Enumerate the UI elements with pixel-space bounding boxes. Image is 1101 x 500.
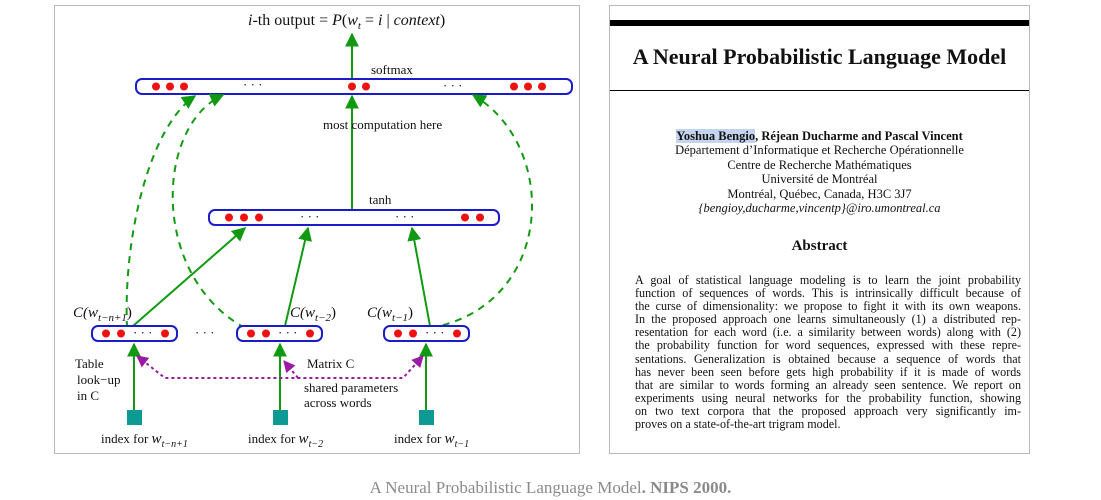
abstract-line: function of sequences of words. This is …: [635, 286, 1021, 301]
abstract-line: In the proposed approach one learns simu…: [635, 312, 1021, 327]
neuron: [524, 82, 532, 91]
feature-box-3: · · ·: [383, 325, 470, 342]
feature-label: C(wt−n+1): [73, 305, 132, 324]
paper-first-page: A Neural Probabilistic Language Model Yo…: [609, 5, 1030, 454]
svg-text:· · ·: · · ·: [133, 325, 153, 340]
neuron: [453, 329, 461, 338]
neuron: [152, 82, 160, 91]
ellipsis: · · ·: [395, 209, 415, 224]
shared-label: shared parameters: [304, 380, 398, 395]
feature-box-1: · · ·: [91, 325, 178, 342]
table-lookup-label: look−up: [77, 372, 120, 387]
softmax-label: softmax: [371, 62, 413, 77]
neuron: [255, 213, 263, 222]
direct-connection: [125, 95, 197, 329]
affiliation-line: Université de Montréal: [761, 172, 878, 187]
input-index-square: [419, 410, 434, 425]
abstract-line: the probability function for word sequen…: [635, 338, 1021, 353]
author-block: Yoshua Bengio, Réjean Ducharme and Pasca…: [610, 129, 1029, 215]
abstract-line: proves on a state-of-the-art trigram mod…: [635, 417, 841, 432]
abstract-line: resentation for each word (i.e. a simila…: [635, 325, 1021, 340]
shared-parameters-link: [283, 360, 299, 379]
neuron: [262, 329, 270, 338]
feature-box-2: · · ·: [236, 325, 323, 342]
index-label: index for wt−n+1: [101, 431, 188, 450]
neuron: [180, 82, 188, 91]
abstract-line: on two text corpora that the proposed ap…: [635, 403, 1021, 418]
neuron: [461, 213, 469, 222]
matrix-label: Matrix C: [307, 356, 354, 371]
svg-text:· · ·: · · ·: [425, 325, 445, 340]
feature-label: C(wt−2): [290, 305, 336, 324]
direct-connection: [429, 94, 534, 329]
abstract-line: the curse of dimensionality: we propose …: [635, 299, 1021, 314]
neuron: [306, 329, 314, 338]
shared-label: across words: [304, 395, 372, 410]
input-index-square: [273, 410, 288, 425]
neuron: [247, 329, 255, 338]
author-emails: {bengioy,ducharme,vincentp}@iro.umontrea…: [698, 201, 941, 216]
shared-parameters-link: [136, 355, 424, 379]
feature-to-tanh-arrow: [284, 226, 312, 327]
abstract-line: experiments using neural networks for th…: [635, 390, 1021, 405]
output-label: i-th output = P(wt = i | context): [248, 12, 445, 32]
affiliation-line: Montréal, Québec, Canada, H3C 3J7: [727, 186, 912, 201]
affiliation-line: Département d’Informatique et Recherche …: [675, 143, 964, 158]
ellipsis: · · ·: [195, 325, 215, 340]
abstract-body: A goal of statistical language modeling …: [635, 273, 1021, 432]
ellipsis: · · ·: [300, 209, 320, 224]
neuron: [394, 329, 402, 338]
neuron: [362, 82, 370, 91]
ellipsis: · · ·: [443, 78, 463, 93]
abstract-line: has never been seen before gets high pro…: [635, 364, 1021, 379]
title-rule-bottom: [610, 90, 1029, 91]
neuron: [510, 82, 518, 91]
feature-to-tanh-arrow: [407, 226, 431, 327]
tanh-layer: [208, 209, 500, 226]
direct-connection: [171, 93, 246, 329]
abstract-line: sentations. Generalization is obtained b…: [635, 351, 1021, 366]
neuron: [102, 329, 110, 338]
abstract-heading: Abstract: [791, 238, 848, 254]
title-rule-top: [610, 20, 1029, 26]
svg-text:· · ·: · · ·: [278, 325, 298, 340]
neuron: [409, 329, 417, 338]
neuron: [225, 213, 233, 222]
paper-title: A Neural Probabilistic Language Model: [632, 44, 1007, 69]
neuron: [240, 213, 248, 222]
highlighted-author[interactable]: Yoshua Bengio: [676, 129, 756, 143]
index-label: index for wt−1: [394, 431, 469, 450]
nplm-architecture-diagram: i-th output = P(wt = i | context) softma…: [54, 5, 580, 454]
neuron: [348, 82, 356, 91]
input-index-square: [127, 410, 142, 425]
neuron: [166, 82, 174, 91]
table-lookup-label: Table: [75, 356, 104, 371]
table-lookup-label: in C: [77, 388, 99, 403]
author-list: Yoshua Bengio, Réjean Ducharme and Pasca…: [676, 129, 963, 143]
neuron: [538, 82, 546, 91]
figure-caption: A Neural Probabilistic Language Model. N…: [369, 478, 732, 497]
caption-venue: . NIPS 2000.: [641, 478, 732, 497]
direct-connections: [125, 93, 534, 329]
feature-label: C(wt−1): [367, 305, 413, 324]
neuron: [476, 213, 484, 222]
affiliation-line: Centre de Recherche Mathématiques: [727, 157, 912, 172]
tanh-neurons: [225, 213, 484, 222]
tanh-label: tanh: [369, 192, 392, 207]
softmax-neurons: [152, 82, 546, 91]
architecture-svg: i-th output = P(wt = i | context) softma…: [73, 12, 573, 450]
computation-label: most computation here: [323, 117, 442, 132]
abstract-line: that are similar to words forming an alr…: [635, 377, 1021, 392]
neuron: [161, 329, 169, 338]
index-label: index for wt−2: [248, 431, 323, 450]
ellipsis: · · ·: [243, 77, 263, 92]
abstract-line: A goal of statistical language modeling …: [635, 273, 1021, 287]
feature-to-tanh-arrow: [132, 227, 247, 327]
neuron: [117, 329, 125, 338]
